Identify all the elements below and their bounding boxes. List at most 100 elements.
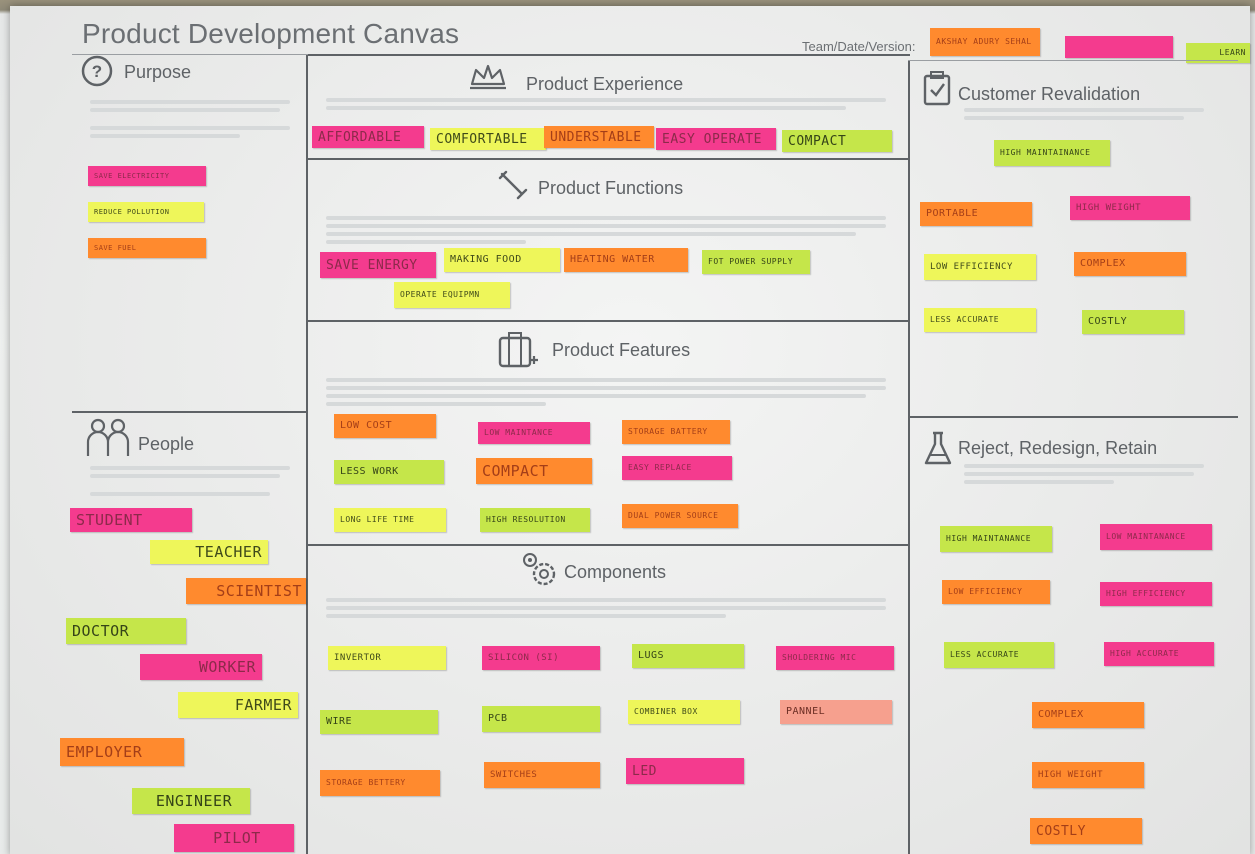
functions-note: HEATING WATER (564, 248, 688, 272)
experience-note: EASY OPERATE (656, 128, 776, 150)
people-note: WORKER (140, 654, 262, 680)
canvas-title: Product Development Canvas (82, 18, 460, 49)
revalidation-note: LOW EFFICIENCY (924, 254, 1036, 280)
team-note-1: AKSHAY ADURY SEHAL (930, 28, 1040, 56)
flask-icon (924, 431, 952, 465)
product-functions-title: Product Functions (538, 178, 684, 198)
functions-note: SAVE ENERGY (320, 252, 436, 278)
revalidation-note: LESS ACCURATE (924, 308, 1036, 332)
faint-text (964, 464, 1204, 468)
features-note: LOW COST (334, 414, 436, 438)
features-note: EASY REPLACE (622, 456, 732, 480)
revalidation-note: PORTABLE (920, 202, 1032, 226)
reject-redesign-retain-title: Reject, Redesign, Retain (958, 438, 1158, 458)
people-note: DOCTOR (66, 618, 186, 644)
faint-text (326, 98, 886, 102)
purpose-note: SAVE FUEL (88, 238, 206, 258)
components-note: PANNEL (780, 700, 892, 724)
team-date-version-label: Team/Date/Version: (802, 39, 916, 54)
revalidation-note: HIGH WEIGHT (1070, 196, 1190, 220)
faint-text (964, 480, 1114, 484)
revalidation-note: COSTLY (1082, 310, 1184, 334)
faint-text (90, 466, 290, 470)
team-note-2 (1065, 36, 1173, 58)
faint-text (90, 134, 240, 138)
faint-text (964, 116, 1184, 120)
people-icon (86, 418, 130, 456)
divider-top-left (72, 54, 308, 55)
divider-features (306, 544, 910, 546)
people-title: People (138, 434, 195, 454)
reject-note: HIGH ACCURATE (1104, 642, 1214, 666)
revalidation-note: COMPLEX (1074, 252, 1186, 276)
divider-functions (306, 320, 910, 322)
faint-text (326, 378, 886, 382)
faint-text (326, 106, 846, 110)
faint-text (326, 614, 726, 618)
faint-text (326, 232, 856, 236)
faint-text (90, 492, 270, 496)
divider-right (908, 60, 910, 854)
divider-revalidation (908, 416, 1238, 418)
people-note: PILOT (174, 824, 294, 852)
team-note-3: LEARN (1186, 43, 1250, 63)
divider-left (306, 54, 308, 854)
people-note: STUDENT (70, 508, 192, 532)
gears-icon (523, 553, 556, 586)
reject-note: HIGH MAINTANANCE (940, 526, 1052, 552)
components-note: SWITCHES (484, 762, 600, 788)
faint-text (90, 108, 280, 112)
faint-text (326, 216, 886, 220)
reject-note: COMPLEX (1032, 702, 1144, 728)
reject-note: LOW EFFICIENCY (942, 580, 1050, 604)
crown-icon (470, 64, 506, 90)
wrench-icon (498, 170, 528, 200)
features-note: HIGH RESOLUTION (480, 508, 590, 532)
faint-text (326, 402, 546, 406)
functions-note: MAKING FOOD (444, 248, 560, 272)
reject-note: LESS ACCURATE (944, 642, 1054, 668)
people-note: ENGINEER (132, 788, 250, 814)
divider-purpose-people (72, 411, 308, 413)
components-note: PCB (482, 706, 600, 732)
components-note: STORAGE BETTERY (320, 770, 440, 796)
divider-top-right (908, 60, 1238, 61)
canvas-sheet: Product Development Canvas Team/Date/Ver… (10, 6, 1250, 854)
purpose-note: SAVE ELECTRICITY (88, 166, 206, 186)
suitcase-icon (498, 332, 538, 368)
divider-experience (306, 158, 910, 160)
faint-text (964, 472, 1194, 476)
faint-text (326, 598, 886, 602)
faint-text (326, 240, 526, 244)
components-note: COMBINER BOX (628, 700, 740, 724)
experience-note: AFFORDABLE (312, 126, 424, 148)
components-note: SHOLDERING MIC (776, 646, 894, 670)
people-note: EMPLOYER (60, 738, 184, 766)
components-title: Components (564, 562, 667, 582)
purpose-title: Purpose (124, 62, 192, 82)
experience-note: COMFORTABLE (430, 128, 546, 150)
faint-text (90, 126, 290, 130)
divider-top-center (306, 54, 910, 56)
components-note: LED (626, 758, 744, 784)
people-note: SCIENTIST (186, 578, 306, 604)
svg-text:?: ? (92, 62, 102, 81)
reject-note: HIGH WEIGHT (1032, 762, 1144, 788)
revalidation-note: HIGH MAINTAINANCE (994, 140, 1110, 166)
question-mark-icon: ? (81, 55, 113, 87)
product-features-title: Product Features (552, 340, 691, 360)
features-note: LONG LIFE TIME (334, 508, 446, 532)
functions-note: OPERATE EQUIPMN (394, 282, 510, 308)
reject-note: COSTLY (1030, 818, 1142, 844)
components-note: WIRE (320, 710, 438, 734)
faint-text (326, 606, 886, 610)
components-note: SILICON (SI) (482, 646, 600, 670)
components-note: INVERTOR (328, 646, 446, 670)
people-note: TEACHER (150, 540, 268, 564)
features-note: COMPACT (476, 458, 592, 484)
faint-text (326, 394, 866, 398)
purpose-note: REDUCE POLLUTION (88, 202, 204, 222)
faint-text (326, 224, 886, 228)
experience-note: COMPACT (782, 130, 892, 152)
